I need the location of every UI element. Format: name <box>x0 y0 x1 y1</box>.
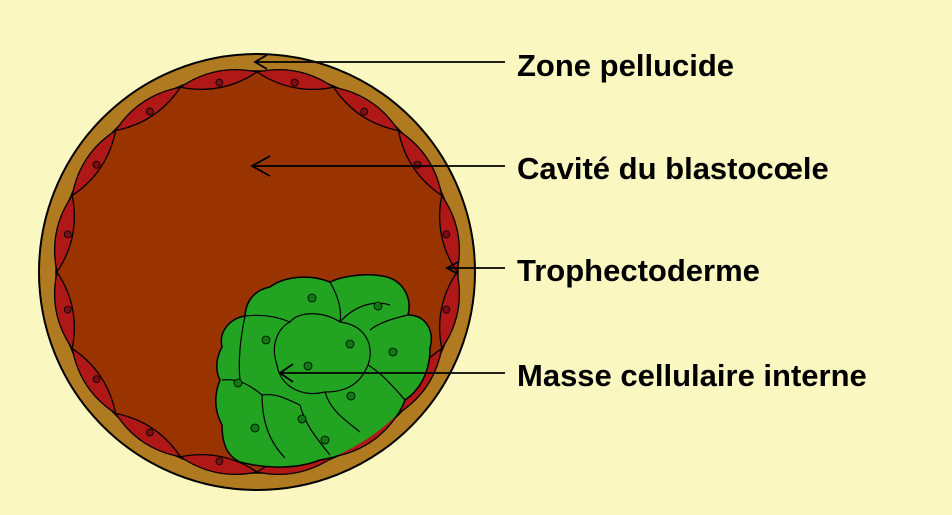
trophectoderm-nucleus <box>146 108 153 115</box>
trophectoderm-nucleus <box>361 108 368 115</box>
icm-nucleus <box>304 362 312 370</box>
icm-nucleus <box>234 379 242 387</box>
trophectoderm-nucleus <box>93 376 100 383</box>
icm-nucleus <box>321 436 329 444</box>
icm-nucleus <box>389 348 397 356</box>
trophectoderm-nucleus <box>414 161 421 168</box>
trophectoderm-nucleus <box>443 306 450 313</box>
trophectoderm-nucleus <box>64 306 71 313</box>
label-masse-cellulaire-interne: Masse cellulaire interne <box>517 360 867 391</box>
trophectoderm-nucleus <box>216 458 223 465</box>
trophectoderm-nucleus <box>93 161 100 168</box>
icm-nucleus <box>251 424 259 432</box>
trophectoderm-nucleus <box>443 231 450 238</box>
icm-nucleus <box>347 392 355 400</box>
icm-nucleus <box>262 336 270 344</box>
icm-nucleus <box>298 415 306 423</box>
trophectoderm-nucleus <box>146 429 153 436</box>
icm-nucleus <box>308 294 316 302</box>
icm-nucleus <box>374 302 382 310</box>
trophectoderm-nucleus <box>64 231 71 238</box>
label-cavite-blastocoele: Cavité du blastocœle <box>517 153 829 184</box>
label-zone-pellucide: Zone pellucide <box>517 50 734 81</box>
trophectoderm-nucleus <box>216 79 223 86</box>
icm-nucleus <box>346 340 354 348</box>
trophectoderm-nucleus <box>291 79 298 86</box>
label-trophectoderme: Trophectoderme <box>517 255 760 286</box>
